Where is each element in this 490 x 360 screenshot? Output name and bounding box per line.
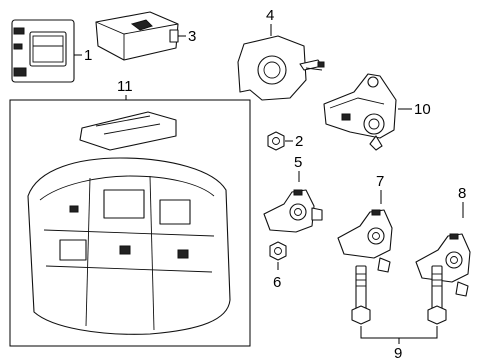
callout-5: 5 [294, 154, 302, 171]
part-9-bolt-right [427, 265, 447, 325]
callout-10: 10 [414, 101, 431, 118]
part-1-control-module [11, 19, 75, 83]
callout-8: 8 [458, 185, 466, 202]
part-2-nut [267, 131, 285, 151]
part-4-bracket-sensor [237, 35, 325, 101]
part-11-seat-cushion [27, 111, 231, 335]
callout-3: 3 [188, 28, 196, 45]
part-9-bolt-left [351, 265, 371, 325]
callout-4: 4 [266, 7, 274, 24]
callout-6: 6 [273, 274, 281, 291]
callout-1: 1 [84, 47, 92, 64]
part-5-sensor [263, 189, 323, 233]
callout-9: 9 [394, 345, 402, 360]
callout-2: 2 [295, 133, 303, 150]
leader-bracket-9 [360, 326, 438, 339]
part-11-frame-box [9, 99, 251, 347]
part-10-motor-sensor [323, 73, 397, 151]
callout-7: 7 [376, 173, 384, 190]
part-8-sensor [415, 233, 471, 297]
part-6-nut [269, 241, 287, 261]
part-7-sensor [337, 209, 393, 273]
callout-11: 11 [117, 78, 133, 95]
part-3-module-box [95, 11, 179, 61]
